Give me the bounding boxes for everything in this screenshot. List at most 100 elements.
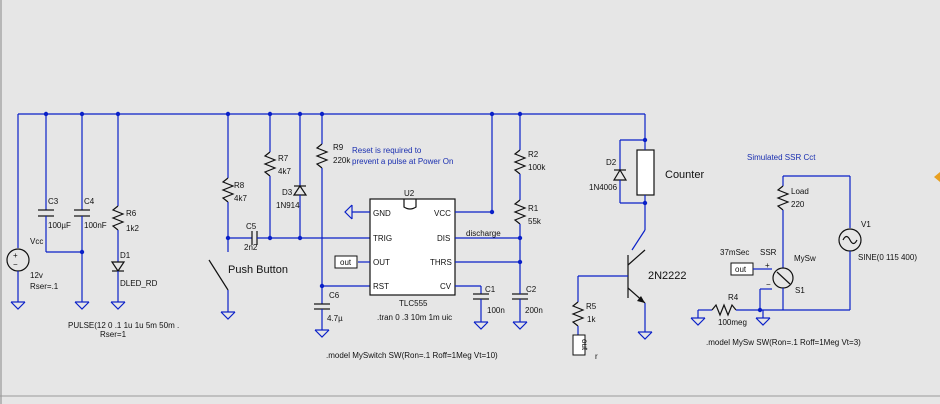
r5-out-net-label[interactable]: out bbox=[572, 334, 589, 356]
q1-value: 2N2222 bbox=[648, 270, 687, 282]
vcc-name: Vcc bbox=[30, 237, 43, 246]
out-net-label[interactable]: out bbox=[334, 255, 370, 269]
u2-pin-gnd: GND bbox=[373, 209, 391, 218]
c5-value: 2n2 bbox=[244, 243, 258, 252]
capacitor-c3[interactable] bbox=[38, 114, 82, 253]
r2-name: R2 bbox=[528, 150, 539, 159]
c2-name: C2 bbox=[526, 285, 537, 294]
counter-coil[interactable] bbox=[631, 140, 655, 251]
delay-label: 37mSec bbox=[720, 248, 749, 257]
u2-part: TLC555 bbox=[399, 299, 428, 308]
capacitor-c6[interactable] bbox=[314, 286, 330, 338]
reset-note-line2: prevent a pulse at Power On bbox=[352, 157, 453, 166]
c3-name: C3 bbox=[48, 197, 59, 206]
r1-name: R1 bbox=[528, 204, 539, 213]
ssr-load-resistor[interactable] bbox=[776, 175, 850, 268]
capacitor-c2[interactable] bbox=[512, 290, 528, 330]
d1-value: DLED_RD bbox=[120, 279, 158, 288]
push-button-label: Push Button bbox=[228, 264, 288, 276]
r8-name: R8 bbox=[234, 181, 245, 190]
push-button-switch[interactable] bbox=[208, 238, 236, 320]
u2-pin-vcc: VCC bbox=[434, 209, 451, 218]
r5-value: 1k bbox=[587, 315, 596, 324]
svg-text:−: − bbox=[766, 280, 771, 289]
transistor-q1[interactable] bbox=[578, 249, 653, 340]
vcc-rser: Rser=.1 bbox=[30, 282, 59, 291]
vcc-source[interactable]: + − bbox=[6, 114, 30, 310]
load-name: Load bbox=[791, 187, 809, 196]
u2-pin-out: OUT bbox=[373, 258, 390, 267]
c6-name: C6 bbox=[329, 291, 340, 300]
u2-pin-cv: CV bbox=[440, 282, 452, 291]
ssr-title: Simulated SSR Cct bbox=[747, 153, 816, 162]
resistor-r2[interactable] bbox=[513, 114, 527, 200]
c6-value: 4.7µ bbox=[327, 314, 343, 323]
c5-name: C5 bbox=[246, 222, 257, 231]
svg-text:+: + bbox=[765, 261, 770, 270]
svg-text:out: out bbox=[340, 258, 352, 267]
capacitor-c5[interactable] bbox=[228, 231, 370, 245]
r8-value: 4k7 bbox=[234, 194, 247, 203]
r-mark: r bbox=[595, 352, 598, 361]
discharge-label: discharge bbox=[466, 229, 501, 238]
c4-name: C4 bbox=[84, 197, 95, 206]
r6-name: R6 bbox=[126, 209, 137, 218]
s1-name: S1 bbox=[795, 286, 805, 295]
c4-value: 100nF bbox=[84, 221, 107, 230]
svg-text:out: out bbox=[735, 265, 747, 274]
capacitor-c4[interactable] bbox=[74, 114, 90, 310]
u2-pin-trig: TRIG bbox=[373, 234, 392, 243]
resistor-r6[interactable] bbox=[111, 114, 125, 262]
resistor-r5[interactable] bbox=[571, 276, 585, 335]
r7-name: R7 bbox=[278, 154, 289, 163]
c1-value: 100n bbox=[487, 306, 505, 315]
svg-text:out: out bbox=[580, 339, 589, 351]
load-value: 220 bbox=[791, 200, 805, 209]
d1-name: D1 bbox=[120, 251, 131, 260]
diode-d3[interactable] bbox=[292, 114, 308, 238]
v1-name: V1 bbox=[861, 220, 871, 229]
ssr-out-net-label[interactable]: out bbox=[730, 262, 760, 276]
d2-value: 1N4006 bbox=[589, 183, 618, 192]
resistor-r1[interactable] bbox=[513, 199, 527, 290]
d3-name: D3 bbox=[282, 188, 293, 197]
u2-pin-thrs: THRS bbox=[430, 258, 452, 267]
ssr-model: .model MySw SW(Ron=.1 Roff=1Meg Vt=3) bbox=[706, 338, 861, 347]
switch-s1[interactable]: + − bbox=[760, 261, 794, 310]
diode-d2[interactable] bbox=[612, 137, 648, 206]
v1-value: SINE(0 115 400) bbox=[858, 253, 917, 262]
switch-model: MySw bbox=[794, 254, 816, 263]
supply-rail bbox=[18, 111, 646, 140]
u2-pin-rst: RST bbox=[373, 282, 389, 291]
r9-name: R9 bbox=[333, 143, 344, 152]
led-d1[interactable] bbox=[110, 261, 126, 310]
resistor-r4[interactable] bbox=[690, 289, 771, 326]
tran-directive: .tran 0 .3 10m 1m uic bbox=[377, 313, 452, 322]
r4-value: 100meg bbox=[718, 318, 747, 327]
reset-note-line1: Reset is required to bbox=[352, 146, 422, 155]
pulse-spec: PULSE(12 0 .1 1u 1u 5m 50m . bbox=[68, 321, 179, 330]
d3-value: 1N914 bbox=[276, 201, 300, 210]
svg-text:+: + bbox=[13, 251, 18, 260]
c1-name: C1 bbox=[485, 285, 496, 294]
r6-value: 1k2 bbox=[126, 224, 139, 233]
source-v1[interactable] bbox=[763, 176, 862, 311]
capacitor-c1[interactable] bbox=[455, 285, 489, 330]
r7-value: 4k7 bbox=[278, 167, 291, 176]
scroll-marker-icon[interactable] bbox=[934, 172, 940, 182]
c2-value: 200n bbox=[525, 306, 543, 315]
r9-value: 220k bbox=[333, 156, 351, 165]
resistor-r8[interactable] bbox=[221, 114, 235, 241]
pulse-rser: Rser=1 bbox=[100, 330, 127, 339]
resistor-r7[interactable] bbox=[263, 114, 277, 238]
u2-name: U2 bbox=[404, 189, 415, 198]
r4-name: R4 bbox=[728, 293, 739, 302]
model-myswitch: .model MySwitch SW(Ron=.1 Roff=1Meg Vt=1… bbox=[326, 351, 498, 360]
counter-label: Counter bbox=[665, 169, 704, 181]
r1-value: 55k bbox=[528, 217, 542, 226]
u2-pin-dis: DIS bbox=[437, 234, 450, 243]
vcc-value: 12v bbox=[30, 271, 43, 280]
ic-u2[interactable] bbox=[369, 198, 456, 296]
u2-gnd-symbol bbox=[344, 204, 370, 220]
